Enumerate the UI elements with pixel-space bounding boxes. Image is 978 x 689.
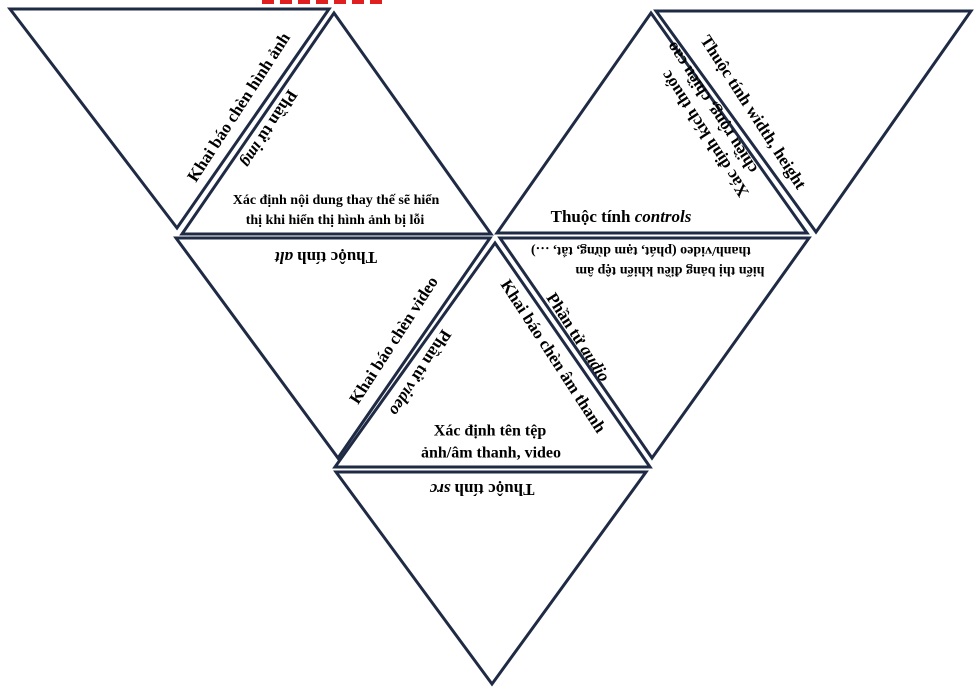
triangle-alt [173,236,493,461]
label-thuoc-tinh-alt: Thuộc tính alt [274,248,377,267]
label-controls-desc-line2: thanh/video (phát, tạm dừng, tắt, …) [531,243,751,258]
triangle-src [333,470,649,687]
triangle-top-left [6,7,332,231]
label-thuoc-tinh-controls: Thuộc tính controls [551,207,692,226]
label-thuoc-tinh-src: Thuộc tính src [429,480,534,499]
label-src-desc-line1: Xác định tên tệp [434,423,547,440]
triangle-controls [497,236,812,461]
top-red-mark [262,0,382,4]
triangle-top-right [653,9,974,235]
label-alt-desc-line1: Xác định nội dung thay thế sẽ hiển [233,193,440,208]
triangle-image [179,10,494,236]
label-controls-desc-line1: hiển thị bảng điều khiển tệp âm [575,263,764,278]
label-alt-desc-line2: thị khi hiển thị hình ảnh bị lỗi [246,212,425,228]
label-src-desc-line2: ảnh/âm thanh, video [421,445,561,462]
triangle-size [494,10,810,235]
triangle-media [332,240,653,469]
